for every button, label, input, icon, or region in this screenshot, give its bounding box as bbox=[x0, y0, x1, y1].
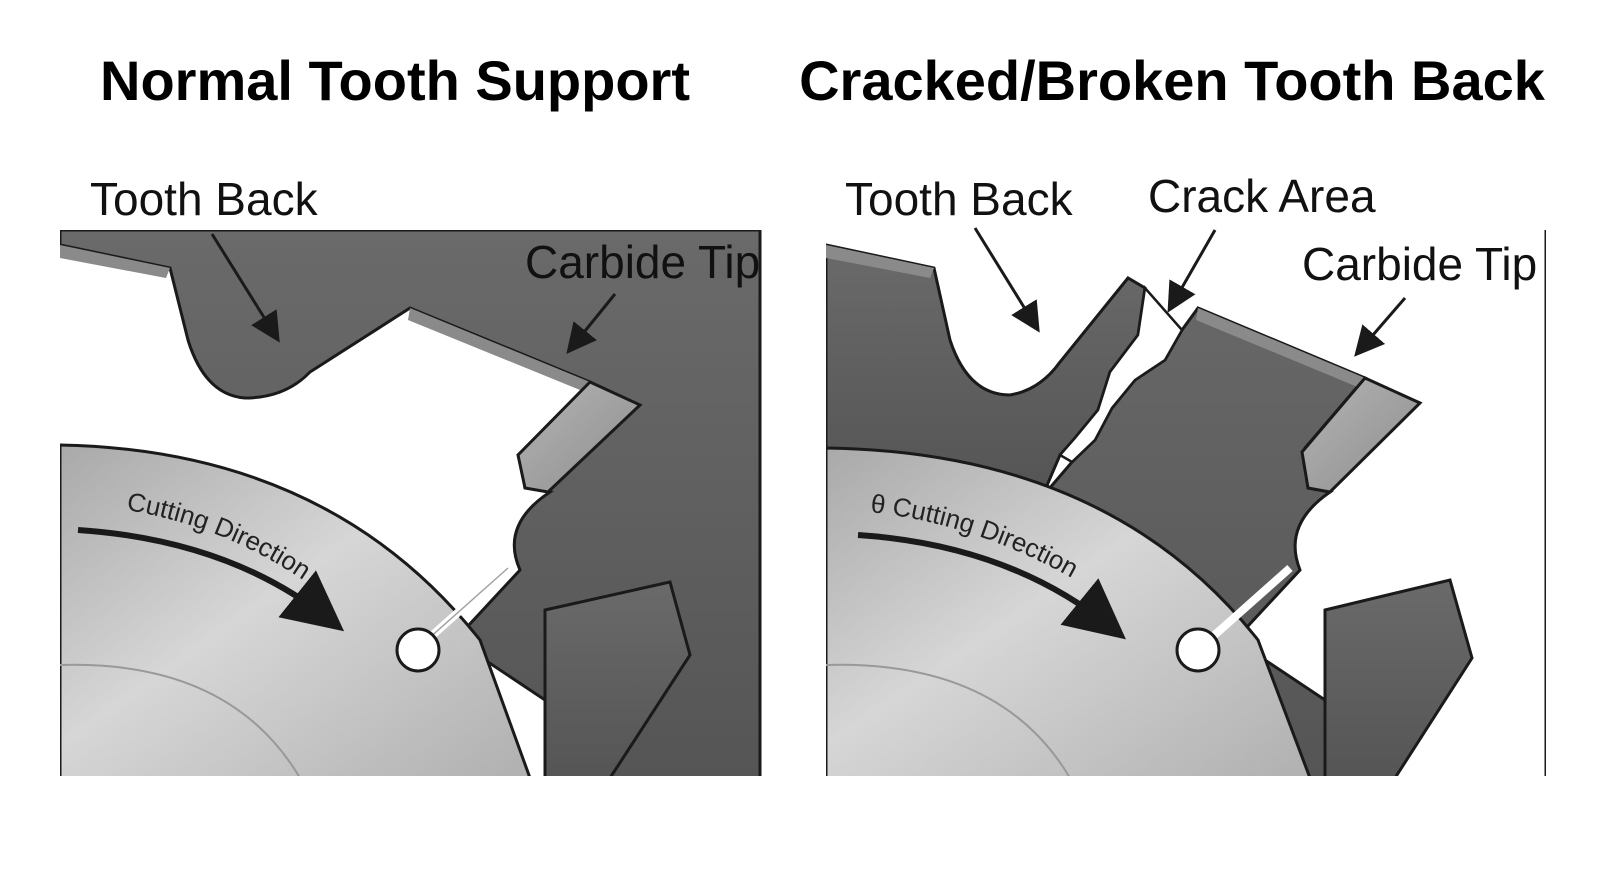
label-crack-area: Crack Area bbox=[1148, 170, 1376, 222]
hub-inner-edge bbox=[60, 663, 300, 776]
carbide-tip-pointer bbox=[566, 293, 617, 354]
panel-normal: Normal Tooth Support Cutting Direction bbox=[60, 49, 762, 776]
cutting-direction-arrow bbox=[77, 527, 345, 632]
crack-area-pointer bbox=[1167, 229, 1217, 313]
hub-inner-edge bbox=[826, 663, 1070, 776]
label-carbide-tip: Carbide Tip bbox=[1302, 238, 1537, 290]
label-carbide-tip: Carbide Tip bbox=[525, 236, 760, 288]
expansion-hole bbox=[395, 627, 441, 673]
label-tooth-back: Tooth Back bbox=[845, 173, 1074, 225]
panel-title-normal: Normal Tooth Support bbox=[100, 49, 690, 112]
carbide-tip bbox=[516, 380, 643, 494]
expansion-hole bbox=[1175, 627, 1221, 673]
tooth-edge-highlight bbox=[408, 308, 590, 392]
lower-tooth bbox=[543, 580, 692, 776]
expansion-slot bbox=[1197, 565, 1293, 651]
panel-title-cracked: Cracked/Broken Tooth Back bbox=[799, 49, 1546, 112]
tooth-back-pointer bbox=[973, 227, 1040, 333]
carbide-tip-pointer bbox=[1354, 297, 1407, 357]
tooth-edge-highlight bbox=[60, 245, 170, 278]
carbide-tip bbox=[1300, 376, 1423, 494]
tooth-edge-highlight bbox=[826, 245, 934, 278]
cutting-direction-arrow bbox=[857, 532, 1126, 640]
tooth-back-pointer bbox=[210, 233, 280, 343]
panel-cracked: Cracked/Broken Tooth Back θ Cutting bbox=[799, 49, 1546, 776]
lower-tooth bbox=[1323, 578, 1474, 776]
label-tooth-back: Tooth Back bbox=[90, 173, 319, 225]
tooth-edge-highlight bbox=[1196, 308, 1365, 388]
crack-gap bbox=[1058, 285, 1184, 464]
